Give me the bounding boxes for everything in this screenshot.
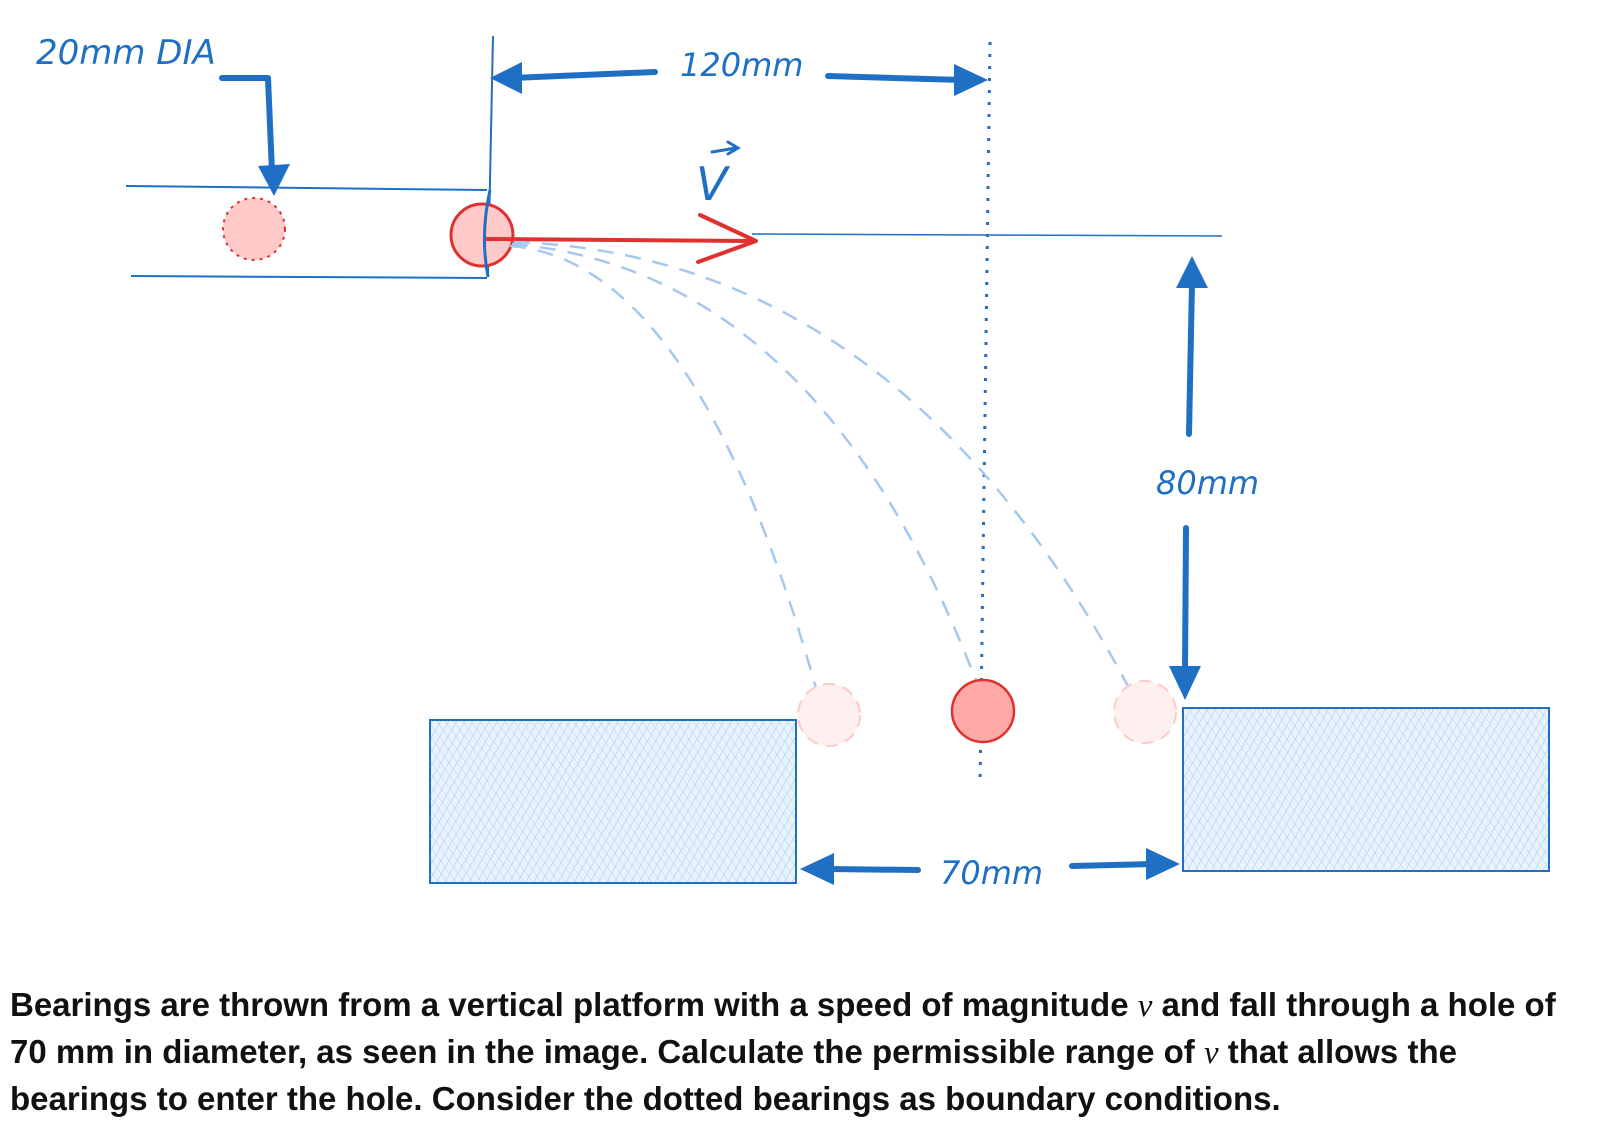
diameter-leader-arrowhead [258,164,290,196]
dim-70-arrowhead-right [1146,848,1180,880]
problem-text-1: Bearings are thrown from a vertical plat… [10,986,1138,1023]
speed-variable: v [1203,1035,1219,1071]
dim-120-arrow-left [509,69,658,81]
dim-80-label: 80mm [1156,464,1259,502]
ground-block-left [429,719,797,884]
dim-80-arrow-up [1186,279,1195,437]
dim-70-label: 70mm [940,854,1043,892]
chute-bottom-line [130,275,488,279]
bearing-launch [449,202,515,268]
dim-80-arrow-down [1182,525,1189,675]
diameter-leader-arrow [219,75,275,175]
ground-block-right [1182,707,1550,872]
dim-120-arrowhead-right [954,64,988,96]
trajectory-center [511,242,980,687]
dim-70-arrowhead-left [800,853,834,885]
dim-80-arrowhead-down [1169,666,1201,700]
dim-120-label: 120mm [680,46,803,84]
diameter-label: 20mm DIA [36,33,216,73]
dim-120-arrowhead-left [490,62,522,94]
velocity-arrow [485,237,753,243]
bearing-waiting [222,197,286,261]
dim-70-arrow-left [825,866,921,873]
bearing-boundary-far [1113,680,1177,744]
speed-variable: v [1137,988,1153,1024]
problem-text-2: and fall through a hole of 70 mm in diam… [10,986,1556,1070]
velocity-label: V [696,157,731,211]
chute-top-line [125,185,488,191]
dim-120-arrow-right [825,73,965,83]
problem-text-3: that allows the bearings to enter the ho… [10,1033,1457,1117]
trajectory-far [513,240,1132,691]
vector-symbol-icon [710,140,741,156]
bearing-diagram: V 20mm DIA 120mm 80mm 70mm [36,33,1550,892]
dim-80-arrowhead-up [1176,256,1208,288]
problem-statement: Bearings are thrown from a vertical plat… [10,982,1590,1122]
dim-70-arrow-right [1069,861,1155,869]
velocity-arrowhead [696,213,758,264]
bearing-boundary-near [797,683,861,747]
platform-edge-mark [482,189,492,278]
bearing-center [950,678,1016,744]
trajectory-near [509,244,824,711]
hole-centerline [978,41,992,786]
